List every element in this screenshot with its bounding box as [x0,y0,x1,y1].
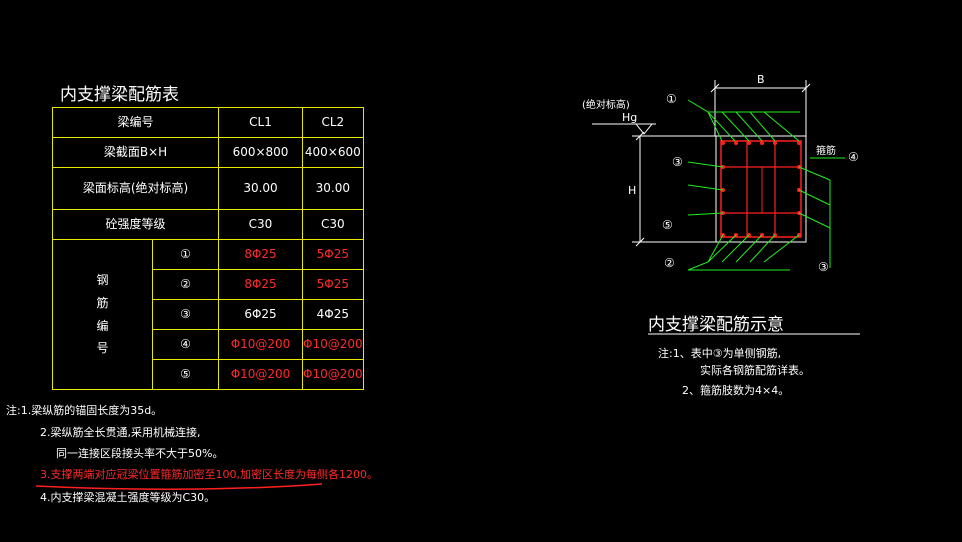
rebar-dots [721,141,801,237]
rebar-no-cell: ① [152,239,219,270]
hg-triangle [634,123,654,135]
dim-tick [635,131,645,141]
red-underline [35,483,323,490]
cl1-cell: C30 [218,209,303,240]
marker-2: ② [664,256,675,270]
note-line: 实际各钢筋配筋详表。 [700,364,810,377]
cl1-cell: 30.00 [218,167,303,210]
cl2-cell: Φ10@200 [302,359,364,390]
marker-4: ④ [848,150,859,164]
table-header-row: 梁编号 CL1 CL2 [52,107,364,138]
rebar-no-cell: ④ [152,329,219,360]
rebar-row: ② 8Φ25 5Φ25 [53,269,364,300]
label-hg: Hg [622,111,638,124]
rebar-row: ⑤ Φ10@200 Φ10@200 [53,359,364,390]
marker-3-left: ③ [672,155,683,169]
marker-3-right: ③ [818,260,829,274]
cl1-cell: 8Φ25 [218,239,303,270]
row-label-cell: 梁面标高(绝对标高) [52,167,219,210]
section-title: 内支撑梁配筋示意 [648,315,784,335]
rebar-group-label-cell: 钢 筋 编 号 [52,239,153,390]
label-b: B [757,73,765,86]
note-line: 4.内支撑梁混凝土强度等级为C30。 [40,491,216,504]
label-stirrup: 箍筋 [816,146,836,157]
dim-tick [710,83,720,93]
dim-tick [635,237,645,247]
table-row: 砼强度等级 C30 C30 [52,209,364,240]
rebar-table: 梁编号 CL1 CL2 梁截面B×H 600×800 400×600 梁面标高(… [52,107,364,390]
note-line-highlight: 3.支撑两端对应冠梁位置箍筋加密至100,加密区长度为每侧各1200。 [40,468,378,481]
note-line: 2.梁纵筋全长贯通,采用机械连接, [40,426,201,439]
beam-outline [715,135,807,243]
label-absolute-elevation: (绝对标高) [582,100,630,111]
note-line: 2、箍筋肢数为4×4。 [682,384,790,397]
cl2-cell: 4Φ25 [302,299,364,330]
group-char: 筋 [96,295,109,310]
leader-lines [687,99,845,271]
group-char: 钢 [96,272,109,287]
cl1-cell: 8Φ25 [218,269,303,300]
outer-stirrup [720,140,802,238]
label-h: H [628,184,637,197]
note-line: 注:1、表中③为单侧钢筋, [658,347,782,360]
cl2-cell: C30 [302,209,364,240]
row-label-cell: 砼强度等级 [52,209,219,240]
rebar-no-cell: ③ [152,299,219,330]
row-label-cell: 梁截面B×H [52,137,219,168]
cl1-cell: Φ10@200 [218,359,303,390]
header-cl2-cell: CL2 [302,107,364,138]
header-cl1-cell: CL1 [218,107,303,138]
header-label-cell: 梁编号 [52,107,219,138]
marker-1: ① [666,92,677,106]
note-line: 注:1.梁纵筋的锚固长度为35d。 [6,404,163,417]
group-char: 编 [96,318,109,333]
rebar-no-cell: ⑤ [152,359,219,390]
cl1-cell: Φ10@200 [218,329,303,360]
table-title: 内支撑梁配筋表 [60,85,179,105]
rebar-row: ④ Φ10@200 Φ10@200 [53,329,364,360]
cl2-cell: Φ10@200 [302,329,364,360]
table-row: 梁截面B×H 600×800 400×600 [52,137,364,168]
cl1-cell: 600×800 [218,137,303,168]
table-row: 梁面标高(绝对标高) 30.00 30.00 [52,167,364,210]
cl2-cell: 5Φ25 [302,269,364,300]
note-line: 同一连接区段接头率不大于50%。 [56,447,224,460]
rebar-row: 钢 筋 编 号 ① 8Φ25 5Φ25 [52,239,364,390]
group-char: 号 [96,341,109,356]
dim-tick [801,83,811,93]
marker-5: ⑤ [662,218,673,232]
